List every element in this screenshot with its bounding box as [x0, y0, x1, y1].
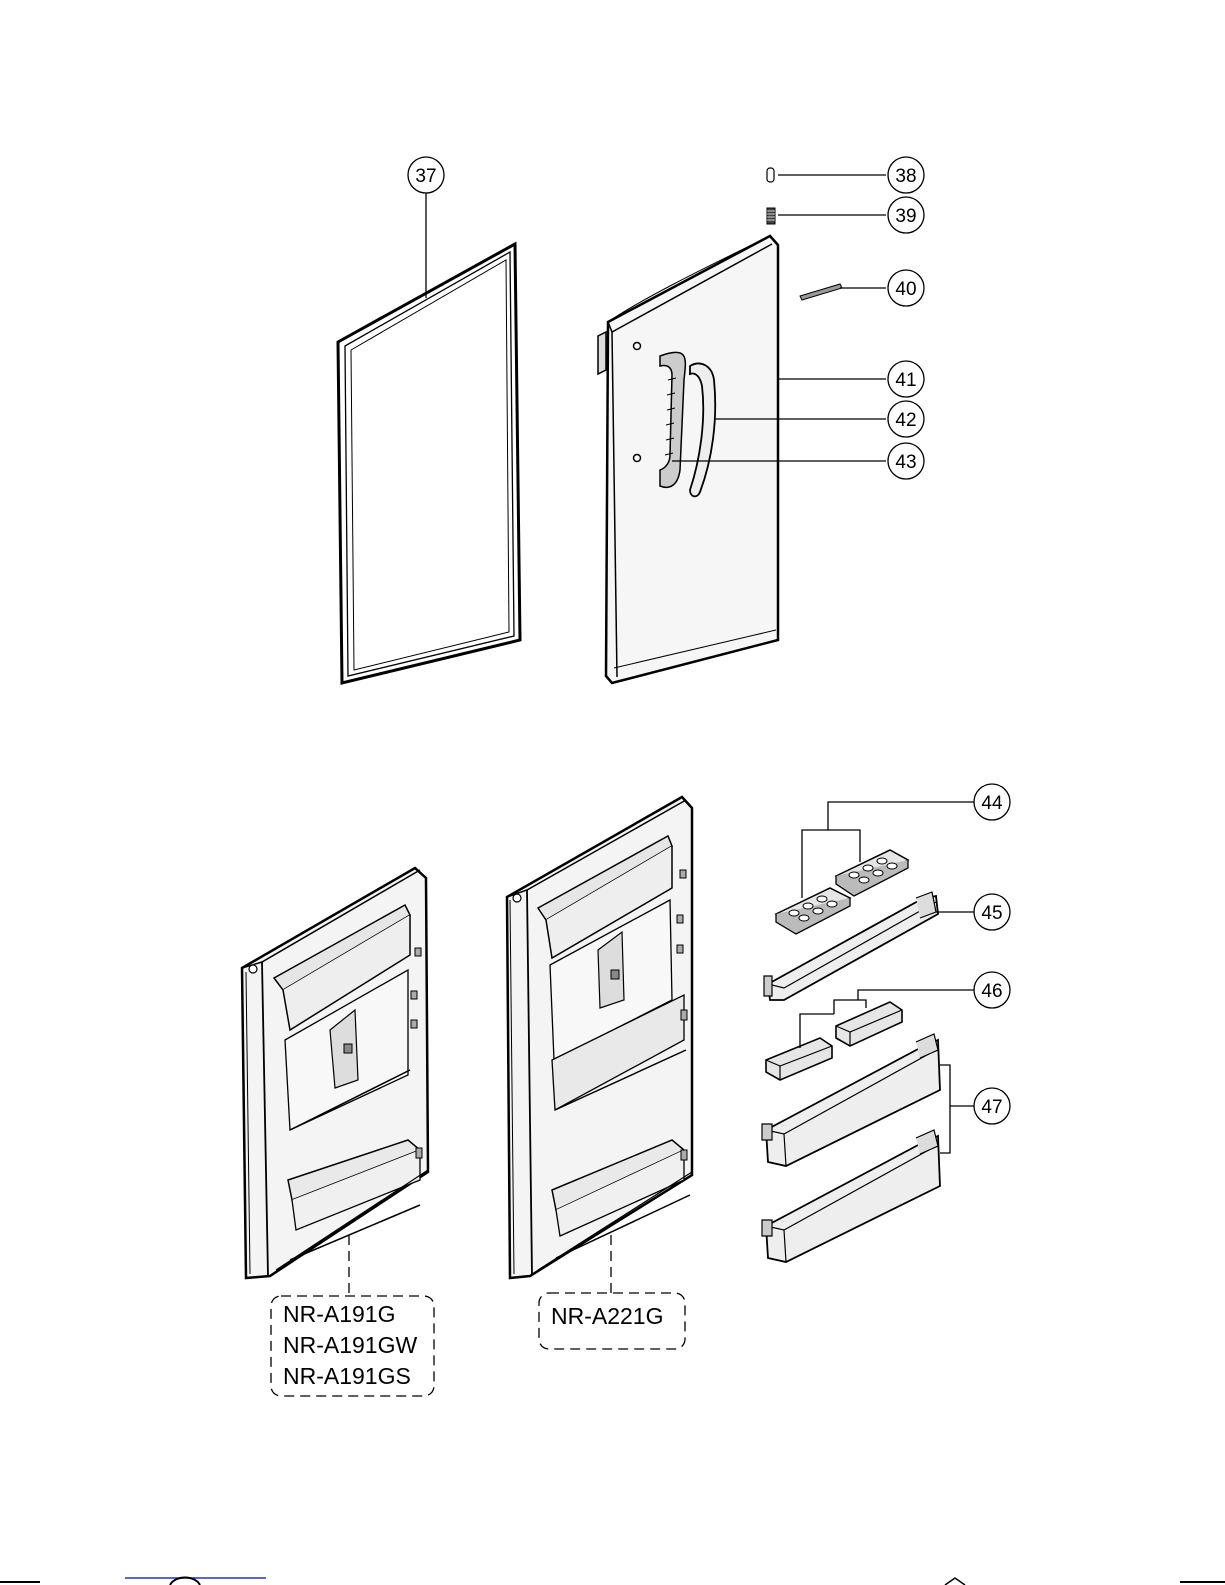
callout-42: 42	[888, 401, 924, 437]
model-box-large: NR-A221G	[539, 1293, 685, 1349]
footer-fragments	[0, 1578, 1225, 1585]
model-label-nr-a191gs: NR-A191GS	[283, 1363, 411, 1389]
inner-door-liner-small	[242, 868, 428, 1278]
svg-text:41: 41	[895, 370, 916, 391]
spring-part	[767, 208, 775, 224]
svg-text:47: 47	[981, 1097, 1002, 1118]
callout-38: 38	[888, 157, 924, 193]
callout-39: 39	[888, 197, 924, 233]
door-gasket-part	[338, 244, 520, 683]
svg-text:44: 44	[981, 793, 1003, 814]
svg-text:42: 42	[895, 410, 916, 431]
callout-46: 46	[974, 972, 1010, 1008]
callout-45: 45	[974, 894, 1010, 930]
model-box-small: NR-A191G NR-A191GW NR-A191GS	[271, 1296, 434, 1396]
svg-text:38: 38	[895, 166, 916, 187]
svg-text:40: 40	[895, 279, 916, 300]
callout-43: 43	[888, 443, 924, 479]
svg-text:45: 45	[981, 903, 1002, 924]
svg-text:39: 39	[895, 206, 916, 227]
callout-40: 40	[888, 270, 924, 306]
svg-text:37: 37	[415, 166, 436, 187]
model-label-nr-a191g: NR-A191G	[283, 1301, 395, 1327]
model-label-nr-a221g: NR-A221G	[551, 1303, 663, 1329]
hinge-pin-part	[767, 168, 774, 182]
callout-41: 41	[888, 361, 924, 397]
svg-text:43: 43	[895, 452, 916, 473]
callout-47: 47	[974, 1088, 1010, 1124]
door-outer-panel-part	[598, 236, 778, 683]
svg-text:46: 46	[981, 981, 1002, 1002]
callout-44: 44	[974, 784, 1010, 820]
inner-door-liner-large	[507, 797, 692, 1278]
emblem-part	[800, 284, 842, 300]
model-label-nr-a191gw: NR-A191GW	[283, 1332, 417, 1358]
callout-37: 37	[408, 157, 444, 193]
